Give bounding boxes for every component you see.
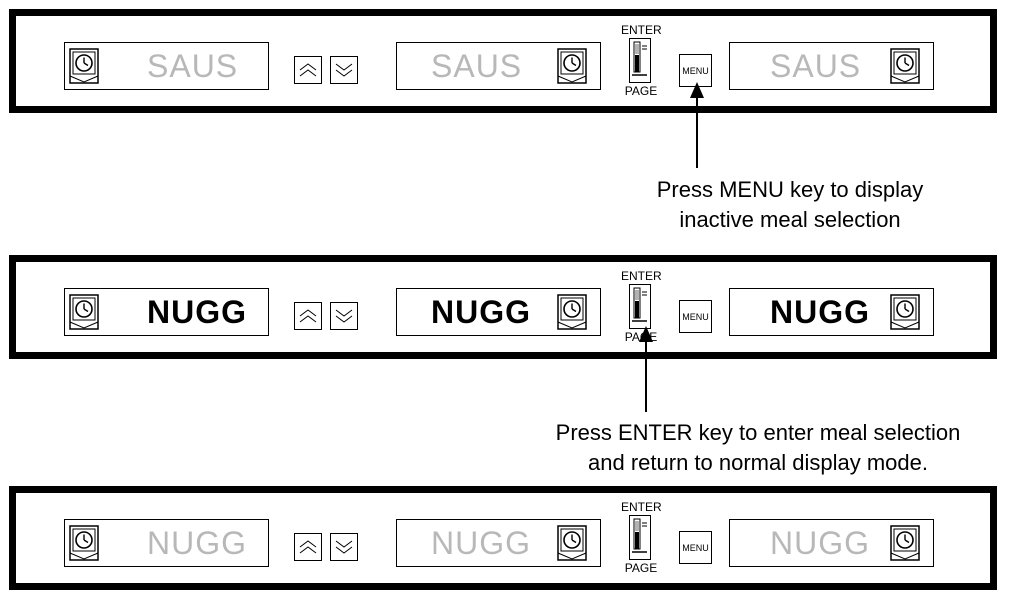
controller-panel-1: SAUS SAUS ENTER PAGE MENU SAUS [9,9,997,113]
display-text: NUGG [431,293,531,330]
display-text: SAUS [431,47,523,84]
menu-key[interactable]: MENU [679,54,712,87]
display-text: NUGG [431,524,531,561]
chevron-up-icon [299,540,317,554]
down-key[interactable] [330,56,358,84]
clock-icon[interactable] [890,525,920,561]
display-text: NUGG [147,293,247,330]
enter-label: ENTER [621,269,662,283]
center-display: SAUS [396,42,601,90]
enter-label: ENTER [621,23,662,37]
up-key[interactable] [294,302,322,330]
controller-panel-3: NUGG NUGG ENTER PAGE MENU NUGG [9,486,997,590]
enter-key[interactable] [629,515,651,560]
menu-pointer-arrow [690,82,704,168]
chevron-down-icon [335,309,353,323]
page-label: PAGE [624,84,658,98]
clock-icon[interactable] [890,294,920,330]
left-display: NUGG [64,519,269,567]
thermometer-icon [632,518,647,553]
chevron-up-icon [299,63,317,77]
enter-pointer-arrow [639,326,653,412]
enter-callout: Press ENTER key to enter meal selection … [508,418,1008,478]
enter-page-group: ENTER PAGE [621,493,662,583]
controller-panel-2: NUGG NUGG ENTER PAGE MENU NUGG [9,255,997,359]
menu-callout: Press MENU key to display inactive meal … [600,175,980,235]
right-display: SAUS [729,42,934,90]
enter-page-group: ENTER PAGE [621,16,662,106]
clock-icon[interactable] [69,48,99,84]
chevron-down-icon [335,540,353,554]
clock-icon[interactable] [557,48,587,84]
center-display: NUGG [396,519,601,567]
center-display: NUGG [396,288,601,336]
menu-key[interactable]: MENU [679,300,712,333]
callout-line: Press ENTER key to enter meal selection [555,420,961,445]
display-text: NUGG [147,524,247,561]
enter-key[interactable] [629,284,651,329]
chevron-up-icon [299,309,317,323]
clock-icon[interactable] [557,294,587,330]
enter-label: ENTER [621,500,662,514]
clock-icon[interactable] [557,525,587,561]
thermometer-icon [632,41,647,76]
thermometer-icon [632,287,647,322]
enter-key[interactable] [629,38,651,83]
left-display: NUGG [64,288,269,336]
clock-icon[interactable] [69,525,99,561]
right-display: NUGG [729,288,934,336]
clock-icon[interactable] [69,294,99,330]
menu-key[interactable]: MENU [679,531,712,564]
left-display: SAUS [64,42,269,90]
up-key[interactable] [294,533,322,561]
up-key[interactable] [294,56,322,84]
page-label: PAGE [624,561,658,575]
callout-line: inactive meal selection [679,207,901,232]
callout-line: and return to normal display mode. [588,450,928,475]
callout-line: Press MENU key to display [656,177,924,202]
display-text: NUGG [770,524,870,561]
down-key[interactable] [330,533,358,561]
display-text: SAUS [770,47,862,84]
right-display: NUGG [729,519,934,567]
down-key[interactable] [330,302,358,330]
chevron-down-icon [335,63,353,77]
display-text: SAUS [147,47,239,84]
display-text: NUGG [770,293,870,330]
clock-icon[interactable] [890,48,920,84]
